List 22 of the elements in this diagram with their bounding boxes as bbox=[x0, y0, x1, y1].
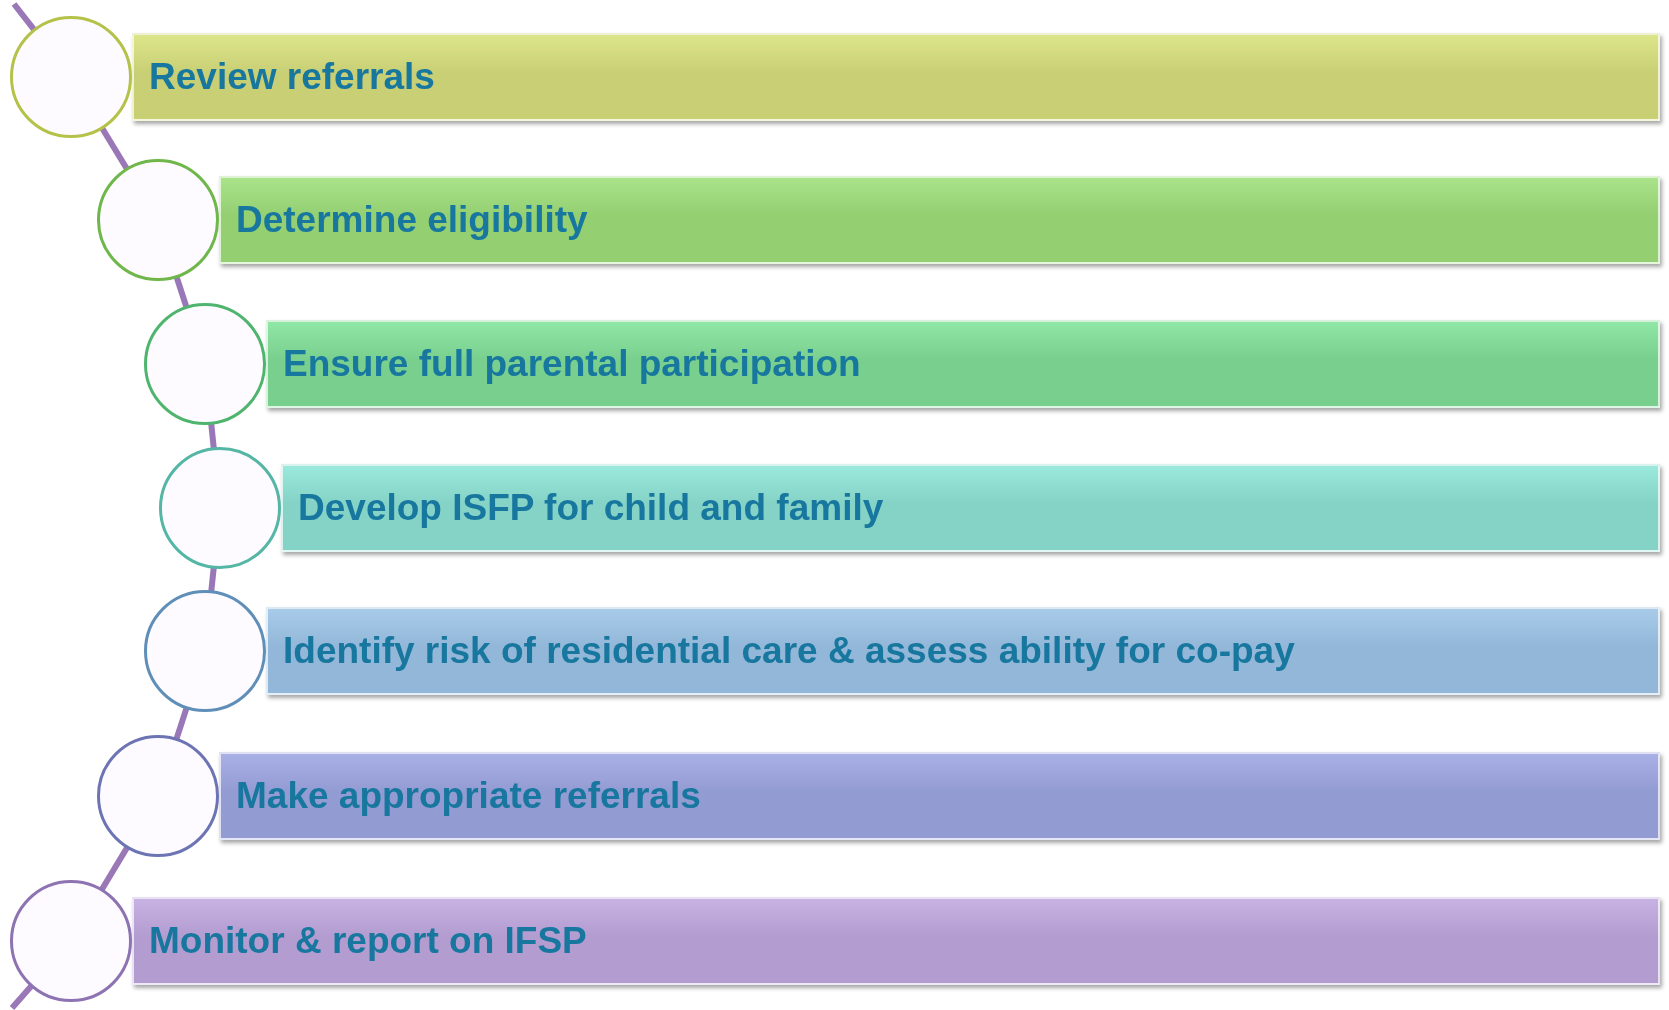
step-text: Develop ISFP for child and family bbox=[298, 487, 884, 529]
connector-line bbox=[99, 126, 130, 171]
connector-line bbox=[11, 2, 37, 32]
connector-line bbox=[173, 707, 190, 740]
connector-line bbox=[208, 567, 217, 592]
step-bar bbox=[132, 897, 1660, 985]
connector-line bbox=[173, 276, 190, 308]
step-bar bbox=[266, 320, 1660, 408]
step-text: Make appropriate referrals bbox=[236, 775, 701, 817]
step-bar bbox=[281, 464, 1660, 552]
step-text: Ensure full parental participation bbox=[283, 343, 861, 385]
step-text: Identify risk of residential care & assess ability for co-pay bbox=[283, 630, 1295, 672]
step-text: Monitor & report on IFSP bbox=[149, 920, 587, 962]
step-bar bbox=[266, 607, 1660, 695]
step-bar bbox=[219, 752, 1660, 840]
step-text: Review referrals bbox=[149, 56, 435, 98]
connector-line bbox=[208, 423, 217, 449]
step-bar bbox=[132, 33, 1660, 121]
step-text: Determine eligibility bbox=[236, 199, 588, 241]
connector-line bbox=[99, 845, 130, 892]
connector-line bbox=[9, 984, 34, 1010]
step-bar bbox=[219, 176, 1660, 264]
